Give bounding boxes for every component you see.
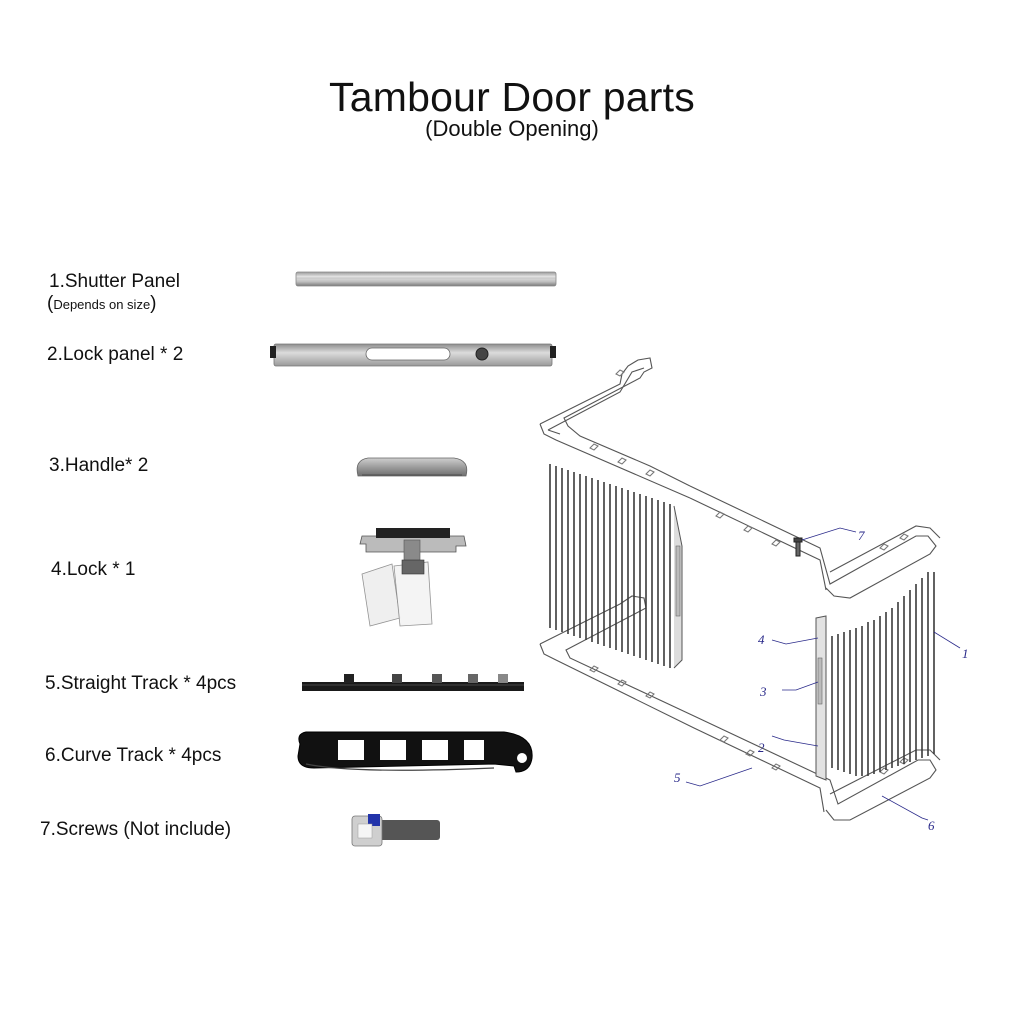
note-close-paren: ) [150,293,157,314]
handle-image [356,457,468,477]
part-label-handle: 3.Handle* 2 [49,455,149,476]
screw-image [351,814,440,847]
note-text: Depends on size [53,297,151,312]
lock-image [359,528,467,627]
page-title: Tambour Door parts [329,74,695,120]
straight-track-image [302,674,524,691]
callout-2: 2 [758,740,765,755]
lock-panel-image [270,343,556,367]
part-label-screws: 7.Screws (Not include) [40,819,232,840]
curve-track-image [297,731,533,773]
callout-1: 1 [962,646,969,661]
callout-4: 4 [758,632,765,647]
callout-6: 6 [928,818,935,833]
assembly-diagram: 1 2 3 4 5 6 7 [539,357,969,833]
callout-7: 7 [858,528,865,543]
callout-3: 3 [759,684,767,699]
page-subtitle: (Double Opening) [425,116,599,141]
note-open-paren: ( [47,293,54,314]
part-note-shutter-panel: (Depends on size) [47,293,157,315]
part-label-shutter-panel: 1.Shutter Panel [49,271,180,292]
part-label-lock: 4.Lock * 1 [51,559,136,580]
part-label-lock-panel: 2.Lock panel * 2 [47,344,184,365]
part-label-straight-track: 5.Straight Track * 4pcs [45,673,237,694]
part-label-curve-track: 6.Curve Track * 4pcs [45,745,222,766]
shutter-panel-image [295,271,557,287]
callout-5: 5 [674,770,681,785]
